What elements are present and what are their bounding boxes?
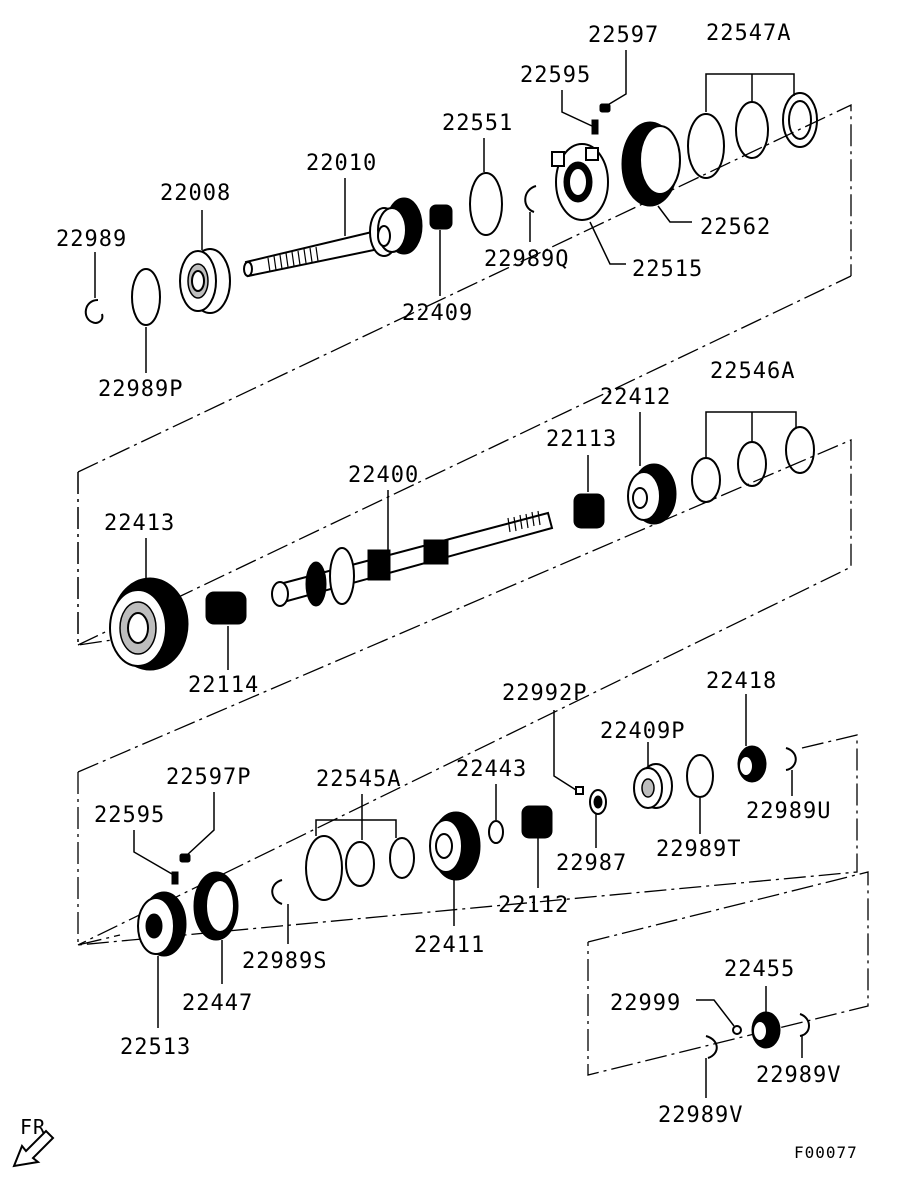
part-22989V-clip-right — [799, 1013, 810, 1037]
label-22412: 22412 — [600, 385, 671, 410]
label-22546A: 22546A — [710, 359, 795, 384]
label-22455: 22455 — [724, 957, 795, 982]
part-22989U-clip — [785, 747, 797, 771]
part-22114-needle-bearing — [205, 591, 247, 625]
part-22989S-clip — [271, 879, 283, 905]
part-22112-needle-bearing — [521, 805, 553, 839]
part-22546A-ring-set — [691, 426, 815, 503]
label-22987: 22987 — [556, 851, 627, 876]
label-22595-bottom: 22595 — [94, 803, 165, 828]
frame-top-outer — [77, 275, 852, 646]
label-22547A: 22547A — [706, 21, 791, 46]
part-22447-sleeve — [193, 871, 239, 941]
front-arrow-icon — [12, 1129, 55, 1168]
part-22409-needle-bearing — [429, 204, 453, 230]
figure-code: F00077 — [794, 1143, 858, 1162]
part-22010-input-shaft — [243, 197, 423, 278]
label-22989T: 22989T — [656, 837, 741, 862]
part-22418-gear — [737, 745, 767, 783]
part-22562-sleeve — [621, 121, 681, 207]
label-22562: 22562 — [700, 215, 771, 240]
label-22010: 22010 — [306, 151, 377, 176]
label-22409: 22409 — [402, 301, 473, 326]
part-22008-bearing — [179, 248, 231, 314]
label-22989V-left: 22989V — [658, 1103, 743, 1128]
part-22455-gear — [751, 1011, 781, 1049]
part-22515-sync-hub — [551, 143, 609, 221]
part-22551-ring — [469, 172, 503, 236]
part-22989T-snap-ring — [686, 754, 714, 798]
label-22515: 22515 — [632, 257, 703, 282]
label-22989V-right: 22989V — [756, 1063, 841, 1088]
label-22513: 22513 — [120, 1035, 191, 1060]
label-22112: 22112 — [498, 893, 569, 918]
label-22597P: 22597P — [166, 765, 251, 790]
front-indicator: FR — [12, 1115, 55, 1168]
part-22999-ball — [732, 1025, 742, 1035]
label-22409P: 22409P — [600, 719, 685, 744]
leader-lines — [94, 50, 803, 1098]
label-22999: 22999 — [610, 991, 681, 1016]
label-22447: 22447 — [182, 991, 253, 1016]
part-22411-gear — [429, 811, 481, 881]
frame-bottom-group — [77, 734, 858, 946]
label-22595-top: 22595 — [520, 63, 591, 88]
frame-middle-group — [77, 439, 852, 946]
part-22400-main-shaft — [271, 510, 554, 607]
label-22443: 22443 — [456, 757, 527, 782]
part-22989Q-clip — [524, 185, 537, 213]
part-22595-pin — [591, 119, 599, 135]
label-22989P: 22989P — [98, 377, 183, 402]
part-22443-ring — [488, 820, 504, 844]
label-22413: 22413 — [104, 511, 175, 536]
part-22992P-ball — [575, 786, 584, 795]
label-22989U: 22989U — [746, 799, 831, 824]
frame-small-group — [587, 871, 869, 1076]
label-22545A: 22545A — [316, 767, 401, 792]
part-22547A-ring-set — [687, 92, 818, 179]
label-22989Q: 22989Q — [484, 247, 569, 272]
part-22597-key — [599, 103, 611, 113]
part-22597P-key — [179, 853, 191, 863]
label-22411: 22411 — [414, 933, 485, 958]
part-22989V-clip-left — [705, 1035, 718, 1059]
label-22989S: 22989S — [242, 949, 327, 974]
label-22400: 22400 — [348, 463, 419, 488]
part-22413-gear — [109, 577, 189, 671]
label-22113: 22113 — [546, 427, 617, 452]
part-22989P-snap-ring — [131, 268, 161, 326]
label-22114: 22114 — [188, 673, 259, 698]
part-22513-sync-hub — [137, 891, 187, 957]
part-22409P-bearing — [633, 763, 673, 809]
label-22418: 22418 — [706, 669, 777, 694]
label-22597: 22597 — [588, 23, 659, 48]
part-22989-circlip — [84, 299, 104, 324]
part-22595-pin-lower — [171, 871, 179, 885]
part-22987-collar — [589, 789, 607, 815]
part-22545A-ring-set — [305, 835, 415, 901]
label-22551: 22551 — [442, 111, 513, 136]
part-22113-needle-bearing — [573, 493, 605, 529]
part-22412-gear — [627, 463, 677, 525]
label-22992P: 22992P — [502, 681, 587, 706]
label-22989: 22989 — [56, 227, 127, 252]
label-22008: 22008 — [160, 181, 231, 206]
